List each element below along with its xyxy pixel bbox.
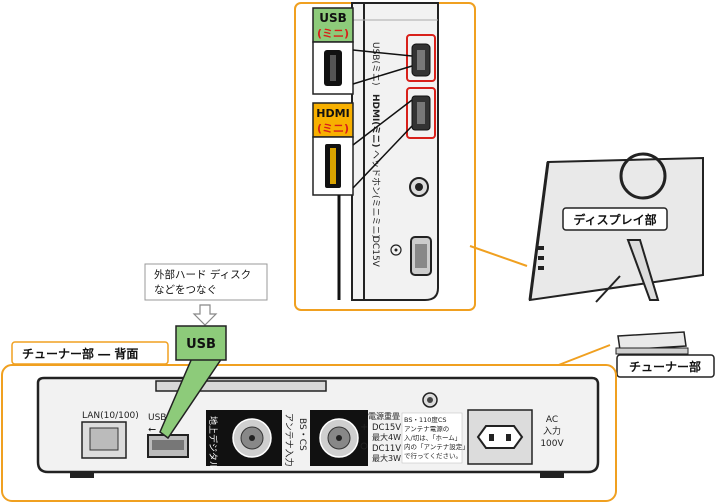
hdmi-mini-highlight — [406, 87, 436, 139]
hdmi-mini-label-box — [312, 102, 354, 138]
lan-port-label: LAN(10/100) — [82, 411, 139, 421]
external-hdd-note-box — [144, 263, 268, 301]
dc11v-label: DC11V — [372, 444, 401, 454]
tuner-label-box — [616, 354, 715, 378]
note-line-1: BS・110度CS — [404, 415, 447, 424]
note-line-4: 内の「アンテナ設定」 — [404, 442, 469, 451]
external-hdd-note: 外部ハード ディスク などをつなぐ — [144, 263, 268, 326]
power-superimpose-title: 電源重畳 — [368, 411, 400, 421]
ac-label-line2: 入力 — [543, 425, 561, 437]
tuner-back-panel: LAN(10/100) USB ⭠ 地上デジタル アンテナ入力 BS・CS 電源… — [36, 325, 600, 478]
ac-label-line1: AC — [546, 415, 558, 425]
display-headphone-vertical-label: ヘッドホン(ミニミニ) — [370, 150, 381, 238]
detail-to-display-leader — [469, 245, 528, 267]
hdmi-mini-label-line2: (ミニ) — [317, 122, 349, 135]
display-label-box — [562, 207, 668, 231]
dc15v-label: DC15V — [372, 423, 401, 433]
max4w-label: 最大4W — [372, 432, 401, 442]
usb-callout-box — [175, 325, 227, 361]
tuner-small-illustration: チューナー部 — [615, 331, 715, 378]
usb-symbol-icon: ⭠ — [148, 424, 156, 435]
display-port-detail-callout: USB(ミニ) HDMI(ミニ) ヘッドホン(ミニミニ) DC15V USB (… — [294, 2, 476, 311]
usb-mini-label-box — [312, 7, 354, 43]
bs-cs-label: BS・CS — [297, 418, 307, 451]
terrestrial-digital-label-strip — [206, 410, 222, 466]
display-unit-illustration: ディスプレイ部 — [528, 152, 704, 303]
external-hdd-line1: 外部ハード ディスク — [154, 268, 251, 281]
antenna-power-note-box — [401, 412, 463, 464]
display-dc15v-vertical-label: DC15V — [370, 236, 380, 268]
display-stand — [626, 239, 660, 301]
usb-mini-label-line1: USB — [319, 11, 347, 25]
note-line-2: アンテナ電源の — [404, 424, 449, 433]
note-line-5: で行ってください。 — [404, 451, 462, 460]
display-usb-vertical-label: USB(ミニ) — [370, 42, 380, 86]
plus-symbol-icon: + — [360, 422, 368, 433]
display-label: ディスプレイ部 — [573, 212, 656, 227]
usb-mini-label-line2: (ミニ) — [317, 27, 349, 40]
tuner-back-label-box — [11, 341, 169, 365]
hdmi-mini-label-line1: HDMI — [316, 107, 349, 120]
ac-inlet-socket — [476, 425, 524, 449]
ac-label-line3: 100V — [540, 439, 564, 449]
display-handle-ring — [619, 152, 667, 200]
tuner-back-label: チューナー部 ― 背面 — [22, 346, 138, 361]
tuner-label: チューナー部 — [629, 359, 701, 374]
terrestrial-digital-label: 地上デジタル — [207, 416, 219, 470]
polarity-symbol-icon — [360, 442, 368, 450]
external-hdd-down-arrow — [192, 304, 218, 326]
usb-callout-label: USB — [186, 337, 216, 352]
tuner-usb-port-label: USB — [148, 413, 166, 423]
display-hdmi-vertical-label: HDMI(ミニ) — [370, 94, 381, 148]
tuner-icon-leader — [555, 344, 611, 367]
antenna-input-label: アンテナ入力 — [283, 413, 295, 467]
note-line-3: 入/切は、「ホーム」 — [404, 434, 461, 442]
max3w-label: 最大3W — [372, 453, 401, 463]
usb-mini-highlight — [406, 34, 436, 82]
external-hdd-line2: などをつなぐ — [154, 284, 217, 296]
